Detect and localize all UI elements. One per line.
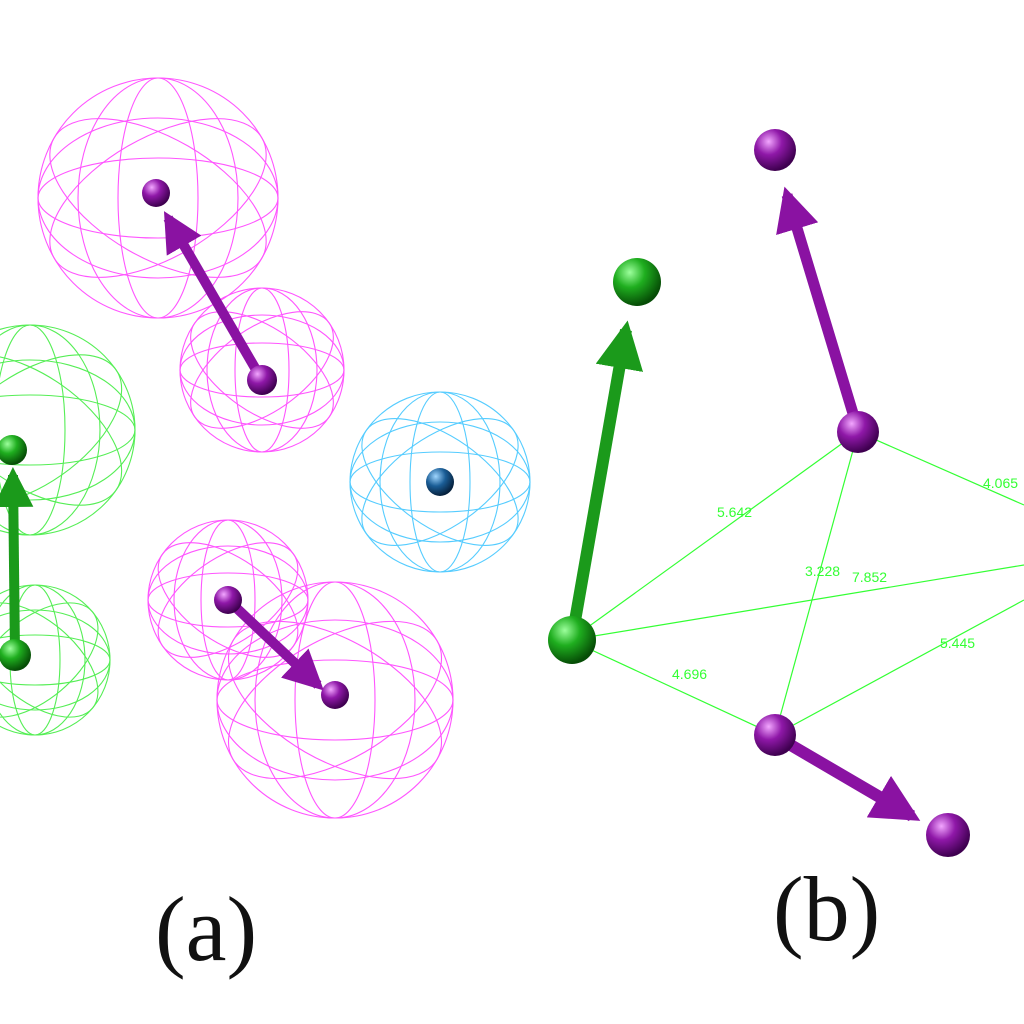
distance-line-2 (857, 431, 1024, 506)
hbond-vector-a-top (142, 179, 277, 395)
distance-label-1: 5.642 (717, 504, 752, 520)
hbond-mesh-bottom-left (147, 519, 309, 681)
ring-center-sphere (426, 468, 454, 496)
distance-label-5: 5.445 (940, 635, 975, 651)
distance-line-3 (774, 431, 859, 736)
hbond-vector-a-bottom (214, 586, 349, 709)
hydrophobic-mesh-large (0, 324, 136, 536)
hbond-mesh-top-small (179, 287, 345, 453)
hbond-vector-b-bottom (754, 714, 970, 857)
distance-line-4 (569, 564, 1024, 641)
hbond-mesh-top-large (37, 77, 279, 319)
hydrophobic-vector-b (548, 258, 661, 664)
panel-b-label: (b) (773, 858, 880, 960)
distance-label-4: 7.852 (852, 569, 887, 585)
distance-line-1 (569, 431, 859, 641)
distance-lines (569, 431, 1024, 736)
panel-a-label: (a) (155, 878, 257, 980)
hbond-mesh-bottom-large (216, 581, 454, 819)
distance-label-6: 4.696 (672, 666, 707, 682)
distance-line-5 (774, 599, 1024, 736)
ring-mesh (349, 391, 531, 573)
panel-b: 5.642 4.065 3.228 7.852 5.445 4.696 (548, 129, 1024, 960)
hydrophobic-vector-a (0, 435, 34, 671)
hbond-vector-b-top (754, 129, 879, 453)
distance-label-3: 3.228 (805, 563, 840, 579)
distance-line-6 (569, 639, 776, 736)
panel-a: (a) (0, 77, 531, 980)
distance-label-2: 4.065 (983, 475, 1018, 491)
